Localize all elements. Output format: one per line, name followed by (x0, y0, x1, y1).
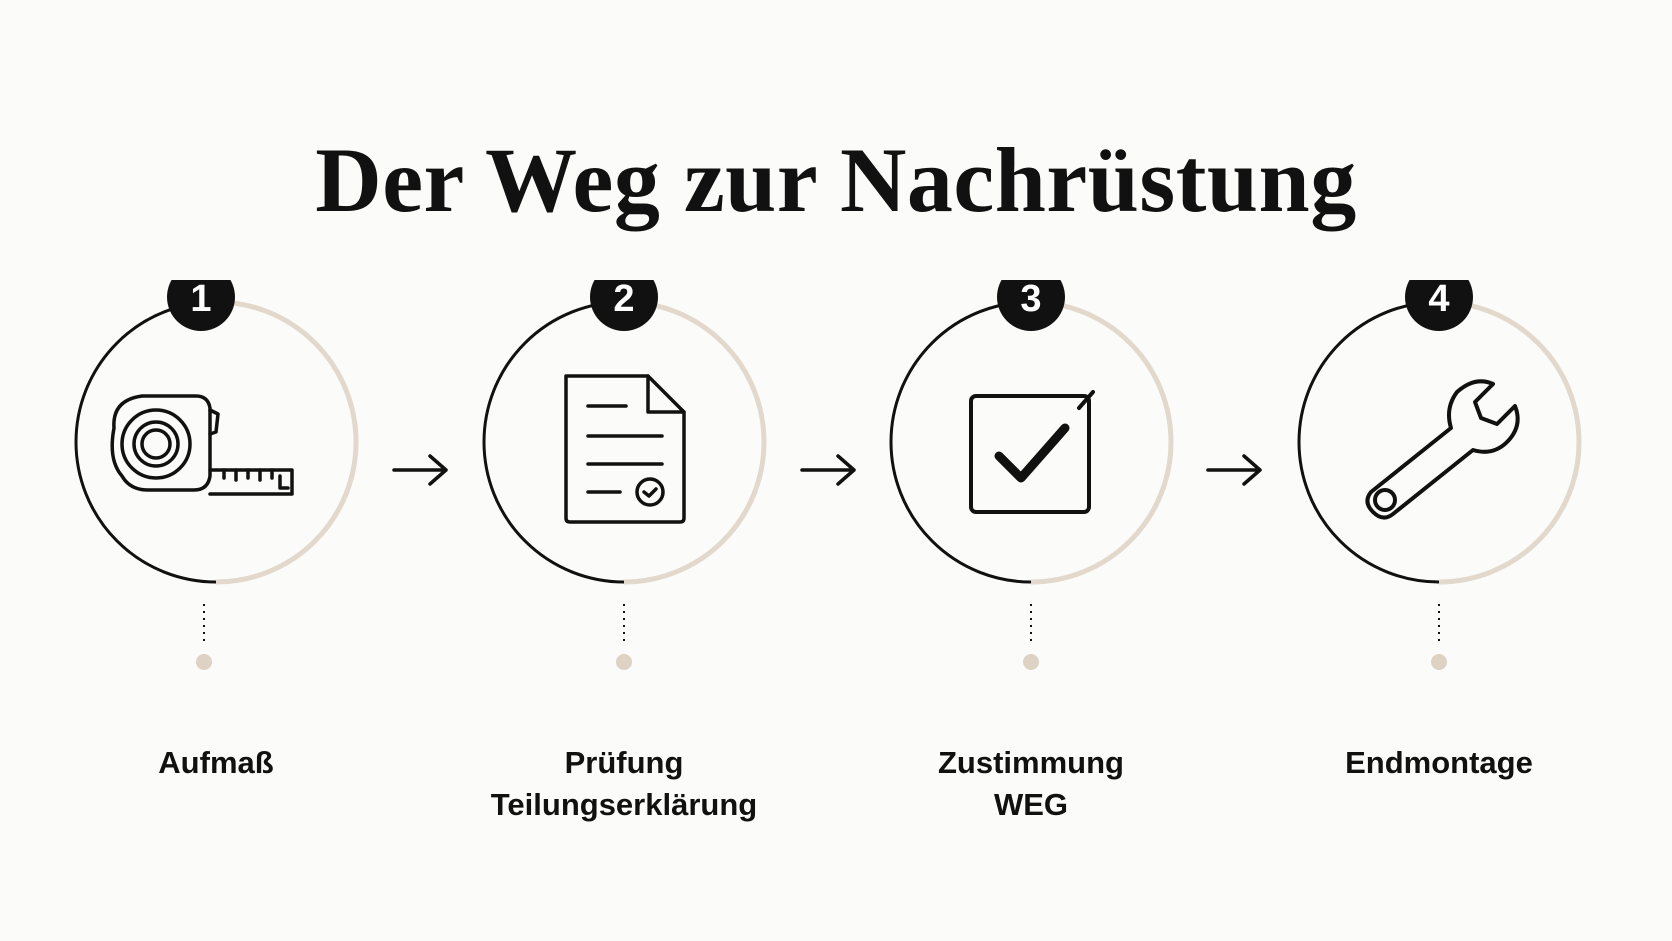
progress-ring-light (623, 299, 767, 585)
arrow-right-icon (1206, 454, 1262, 486)
step-3-graphic: 3 (889, 280, 1174, 670)
step-number-badge (997, 280, 1065, 331)
wrench-icon (1365, 379, 1520, 520)
progress-ring-dark (74, 300, 217, 584)
step-label-line: Aufmaß (158, 745, 274, 780)
arrow-right-icon (392, 454, 448, 486)
arrow-right-icon (800, 454, 856, 486)
step-1-graphic: 1 (74, 280, 359, 670)
step-2-label: Prüfung Teilungserklärung (464, 742, 784, 826)
step-label-line: WEG (993, 787, 1069, 822)
page-title: Der Weg zur Nachrüstung (315, 128, 1357, 231)
progress-ring-light (1438, 299, 1582, 585)
step-1: 1 Aufmaß (56, 280, 376, 840)
step-3-label: Zustimmung WEG (871, 742, 1191, 826)
step-label-line: Prüfung (564, 745, 684, 780)
step-number: 3 (1020, 280, 1041, 320)
step-2: 2 Prüfung Teilungserklärung (464, 280, 784, 840)
progress-ring-dark (889, 300, 1032, 584)
step-2-graphic: 2 (482, 280, 767, 670)
tape-measure-icon (110, 394, 294, 496)
progress-ring-dark (1297, 300, 1440, 584)
step-number-badge (590, 280, 658, 331)
progress-ring-light (1030, 299, 1174, 585)
connector-dot (1431, 654, 1447, 670)
progress-ring-light (215, 299, 359, 585)
step-number-badge (1405, 280, 1473, 331)
step-number: 4 (1428, 280, 1449, 320)
progress-ring-dark (482, 300, 625, 584)
step-4: 4 Endmontage (1279, 280, 1599, 840)
document-icon (564, 374, 686, 524)
step-number-badge (167, 280, 235, 331)
step-1-label: Aufmaß (56, 742, 376, 784)
step-label-line: Zustimmung (938, 745, 1124, 780)
step-number: 2 (613, 280, 634, 320)
step-4-graphic: 4 (1297, 280, 1582, 670)
step-3: 3 Zustimmung WEG (871, 280, 1191, 840)
connector-dot (616, 654, 632, 670)
connector-dot (1023, 654, 1039, 670)
checkbox-icon (969, 390, 1095, 514)
connector-dot (196, 654, 212, 670)
step-number: 1 (190, 280, 211, 320)
step-4-label: Endmontage (1279, 742, 1599, 784)
step-label-line: Endmontage (1345, 745, 1533, 780)
step-label-line: Teilungserklärung (490, 787, 758, 822)
